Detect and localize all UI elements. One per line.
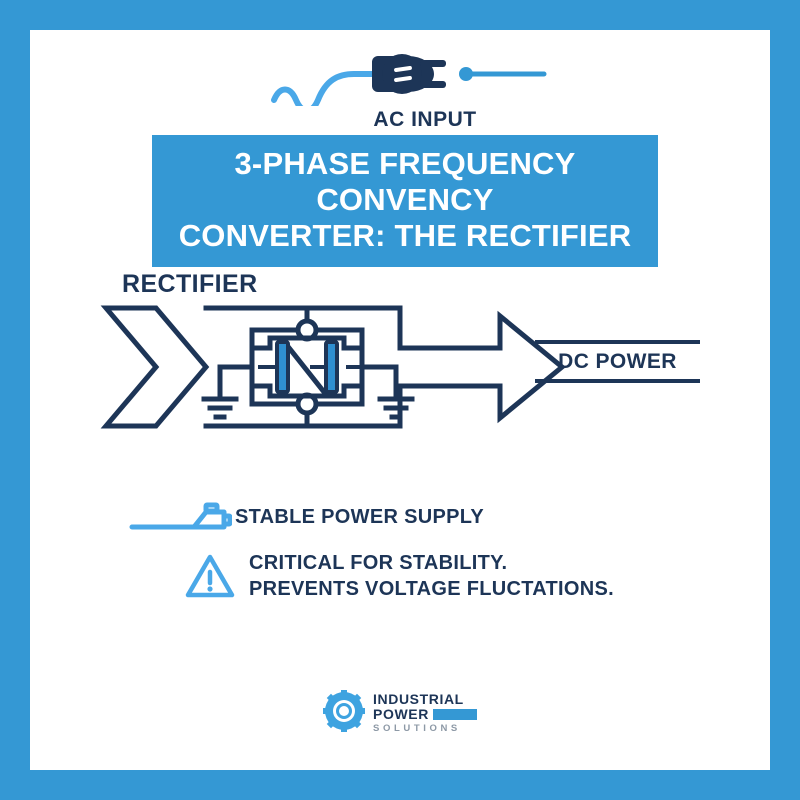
features-list: STABLE POWER SUPPLY CRITICAL FOR STABILI… bbox=[125, 500, 725, 618]
dc-power-label: DC POWER bbox=[558, 350, 677, 373]
logo-line-industrial: INDUSTRIAL bbox=[373, 691, 464, 707]
rectifier-diagram-svg bbox=[100, 305, 566, 429]
feature-line: STABLE POWER SUPPLY bbox=[235, 506, 485, 528]
title-line-2: CONVERTER: THE RECTIFIER bbox=[178, 218, 632, 253]
connection-dot-icon bbox=[459, 67, 473, 81]
feature-text: CRITICAL FOR STABILITY. PREVENTS VOLTAGE… bbox=[249, 550, 614, 602]
dc-power-output: DC POWER bbox=[535, 340, 700, 383]
dc-power-rule-bottom bbox=[535, 379, 700, 383]
gear-icon bbox=[323, 690, 366, 732]
logo-wordmark: INDUSTRIAL POWER SOLUTIONS bbox=[373, 692, 477, 735]
rectifier-label: RECTIFIER bbox=[122, 270, 258, 298]
battery-icon bbox=[129, 502, 232, 530]
logo-accent-bar bbox=[432, 709, 477, 720]
feature-critical-for-stability: CRITICAL FOR STABILITY. PREVENTS VOLTAGE… bbox=[157, 550, 725, 602]
ac-input-svg bbox=[271, 54, 547, 114]
ground-symbol-icon bbox=[201, 396, 239, 420]
ac-input-section: AC INPUT bbox=[30, 50, 770, 140]
dc-power-rule-top bbox=[535, 340, 700, 344]
feature-icon-wrapper bbox=[157, 553, 249, 599]
ac-input-label: AC INPUT bbox=[373, 108, 477, 131]
rectifier-section: RECTIFIER bbox=[30, 270, 770, 470]
logo-line-solutions: SOLUTIONS bbox=[373, 723, 461, 734]
right-arrow-icon bbox=[427, 310, 566, 424]
logo-row-power: POWER bbox=[373, 707, 477, 722]
rectifier-block-icon bbox=[100, 305, 210, 429]
ac-input-graphic bbox=[270, 50, 550, 114]
infographic-card: AC INPUT 3-PHASE FREQUENCY CONVENCY CONV… bbox=[30, 30, 770, 770]
logo-line-power: POWER bbox=[373, 706, 429, 722]
warning-triangle-icon bbox=[185, 554, 235, 598]
power-plug-icon bbox=[372, 54, 446, 94]
feature-line: CRITICAL FOR STABILITY. bbox=[249, 552, 508, 574]
rectifier-diagram bbox=[100, 300, 570, 445]
feature-text: STABLE POWER SUPPLY bbox=[235, 504, 484, 530]
wavy-cord-icon bbox=[271, 71, 383, 114]
title-banner: 3-PHASE FREQUENCY CONVENCY CONVERTER: TH… bbox=[152, 135, 658, 267]
gear-icon-wrapper bbox=[323, 690, 366, 737]
ground-symbol-icon bbox=[377, 396, 415, 420]
diode-bridge-circuit-icon bbox=[249, 335, 365, 399]
diode-slash bbox=[282, 340, 328, 396]
brand-logo: INDUSTRIAL POWER SOLUTIONS bbox=[30, 690, 770, 737]
plate-left bbox=[275, 340, 290, 394]
plate-right bbox=[324, 340, 339, 394]
feature-icon-wrapper bbox=[125, 500, 235, 534]
feature-line: PREVENTS VOLTAGE FLUCTATIONS. bbox=[249, 578, 614, 600]
title-line-1: 3-PHASE FREQUENCY CONVENCY bbox=[234, 146, 576, 217]
feature-stable-power-supply: STABLE POWER SUPPLY bbox=[125, 500, 725, 534]
